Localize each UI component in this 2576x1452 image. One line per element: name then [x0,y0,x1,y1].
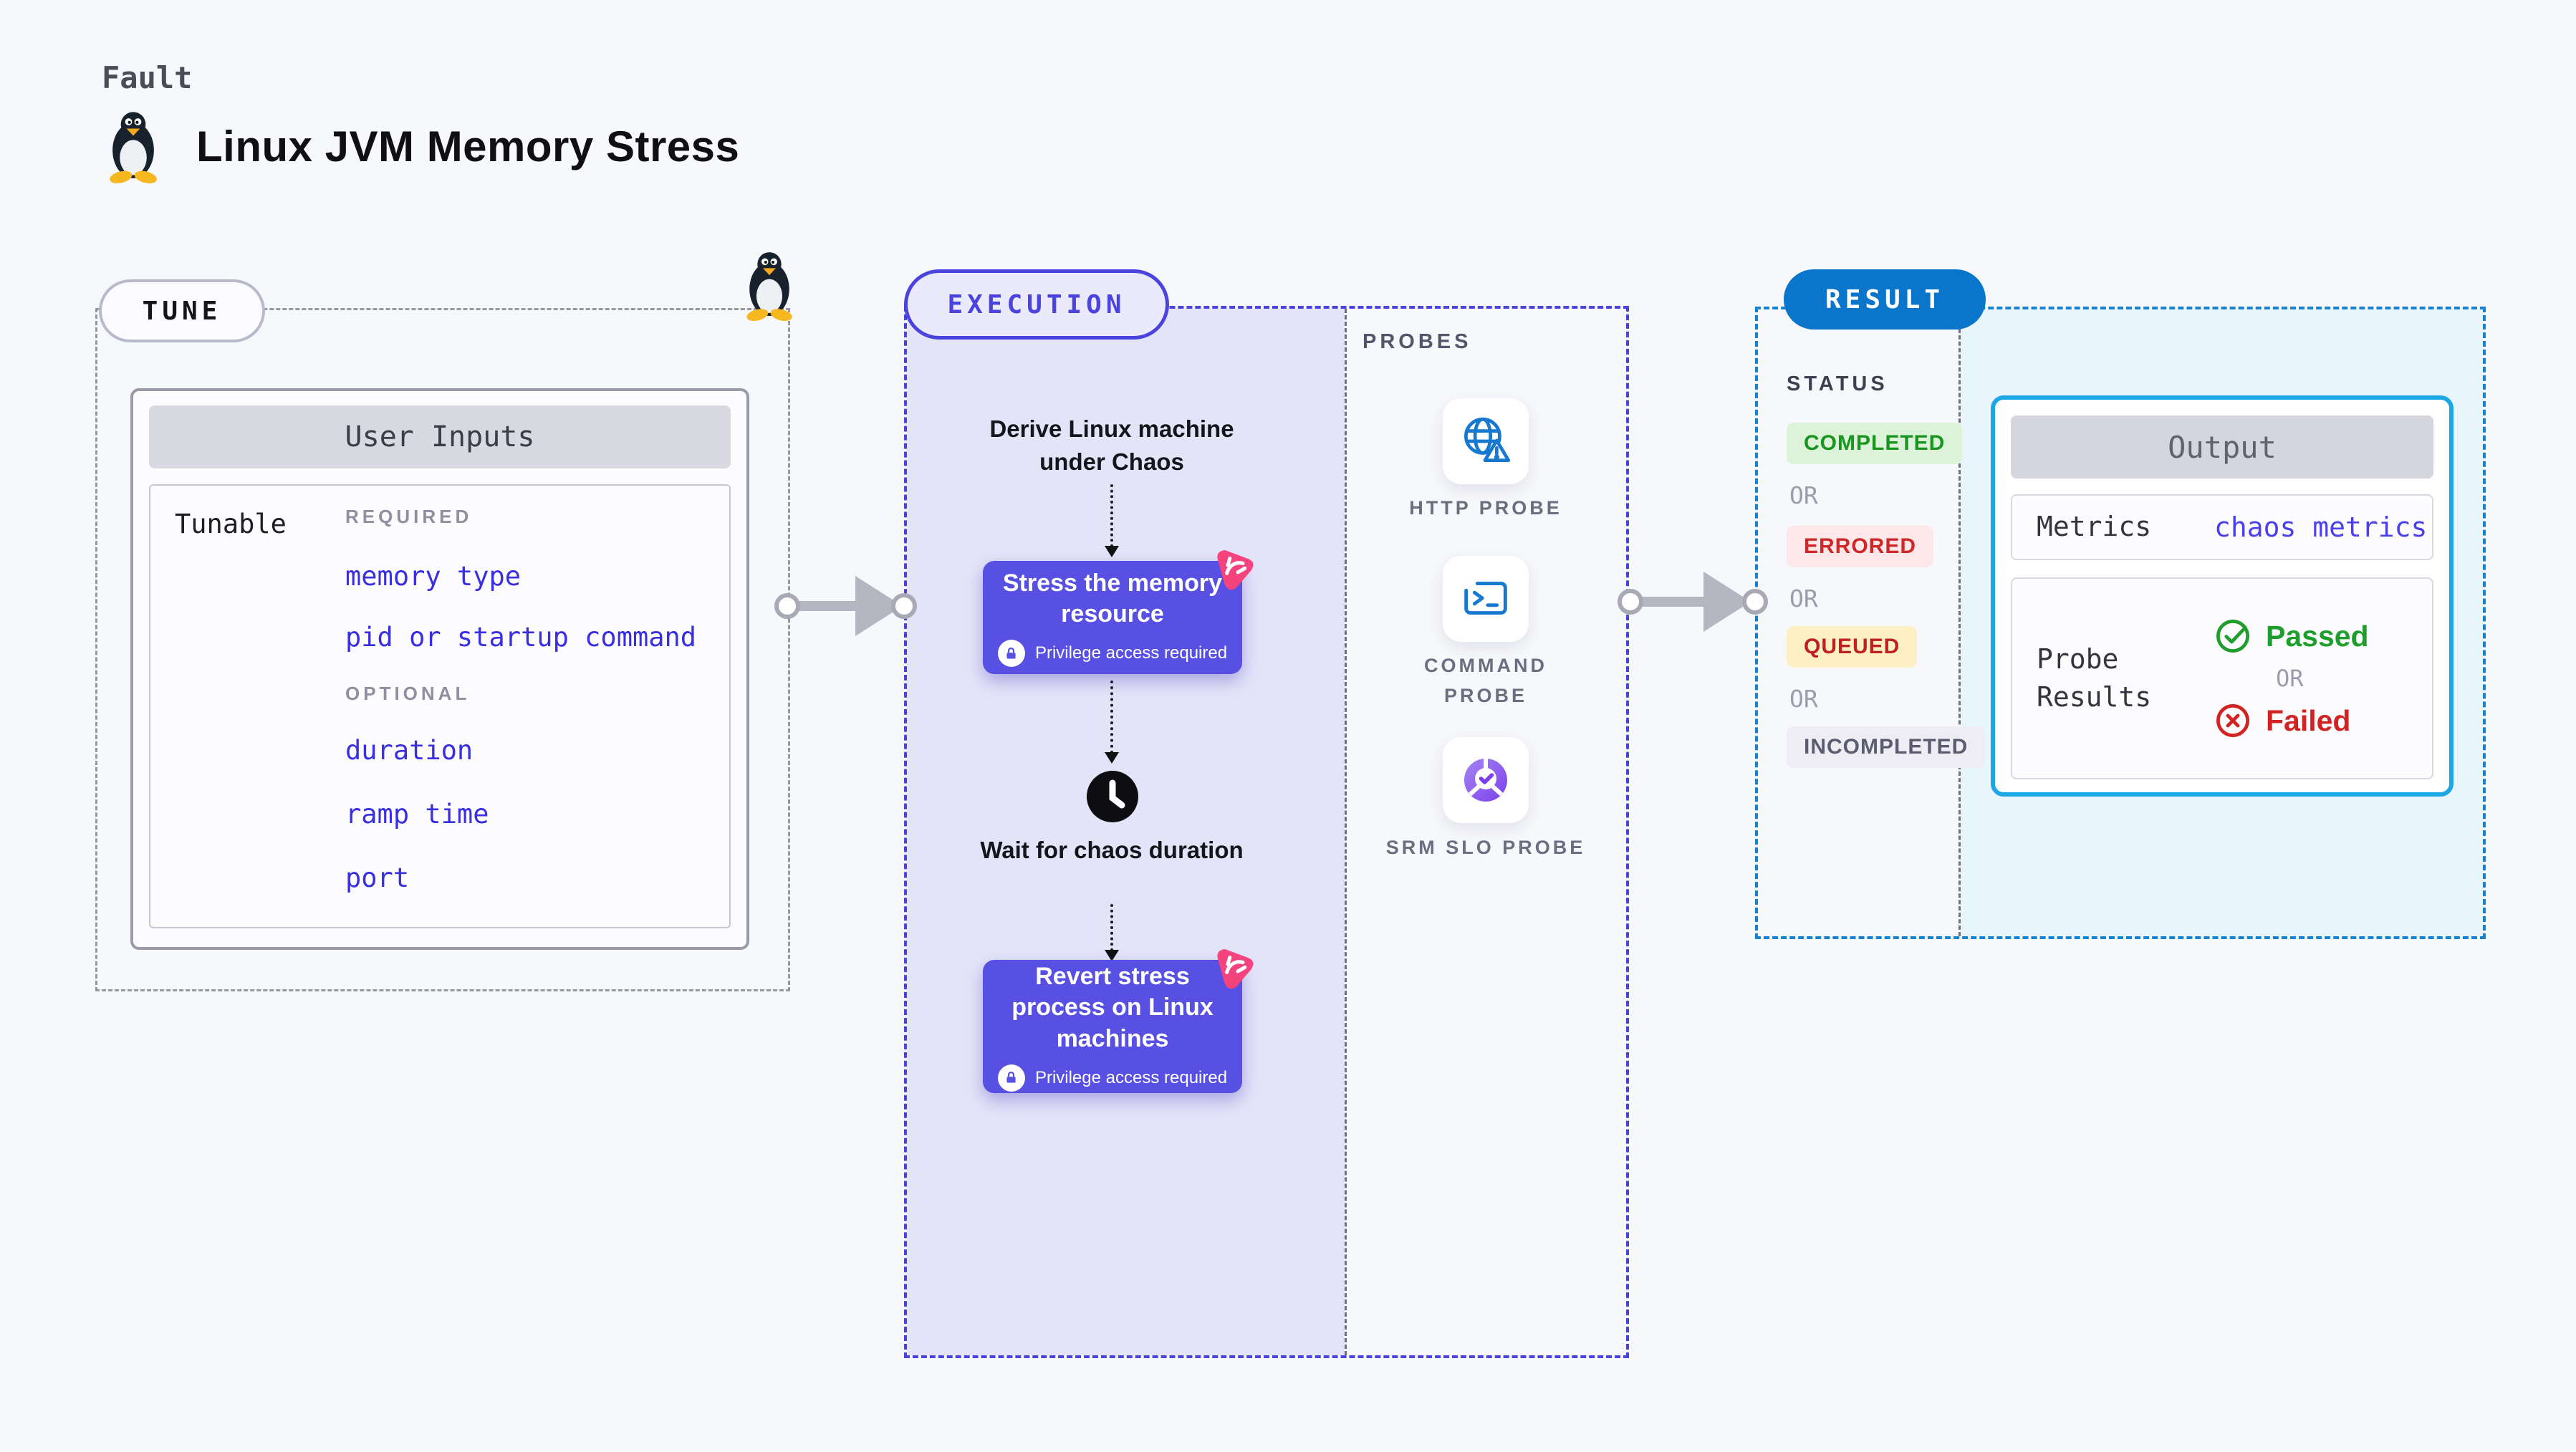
fault-eyebrow: Fault [102,60,193,95]
tunable-link-pid-or-startup-command[interactable]: pid or startup command [345,622,697,653]
command-probe-card [1443,556,1529,642]
or-label: OR [1789,585,1818,612]
page-title: Linux JVM Memory Stress [196,122,740,170]
metrics-row: Metrics chaos metrics [2011,494,2433,560]
tunable-link-port[interactable]: port [345,862,410,893]
user-inputs-table: Tunable REQUIRED memory type pid or star… [149,484,731,928]
required-group-label: REQUIRED [345,506,473,527]
flow-connector [1110,681,1113,754]
connector-dot [891,593,917,619]
probes-label: PROBES [1363,330,1472,353]
tunable-values-column: REQUIRED memory type pid or startup comm… [345,506,696,893]
clock-icon [1085,769,1140,824]
or-label: OR [2276,665,2304,692]
http-probe-card [1443,398,1529,484]
lock-icon [997,640,1025,668]
tunable-link-memory-type[interactable]: memory type [345,561,522,592]
step-revert-stress-node: Revert stress process on Linux machines … [983,948,1254,1093]
tux-penguin-icon [110,112,157,183]
execution-section-box: PROBES HTTP PROBE COMMAND PROBE [904,306,1629,1358]
probe-results-row: Probe Results Passed OR [2011,577,2433,779]
status-badge-incompleted: INCOMPLETED [1787,726,1986,768]
status-badge-errored: ERRORED [1787,526,1934,567]
tune-to-execution-arrow [787,601,868,611]
output-title: Output [2011,415,2433,479]
execution-badge: EXECUTION [904,269,1169,340]
x-circle-icon [2216,704,2249,737]
failed-line: Failed [2214,702,2369,739]
probes-divider [1345,309,1347,1355]
chaos-metrics-link[interactable]: chaos metrics [2214,511,2428,543]
page-title-row: Linux JVM Memory Stress [102,109,739,183]
srm-slo-probe-card [1443,737,1529,823]
slo-donut-icon [1464,757,1507,802]
privilege-note-row: Privilege access required [997,640,1228,668]
http-probe-label: HTTP PROBE [1409,497,1562,519]
probe-results-label: Probe Results [2037,643,2152,713]
chaos-icon [1217,549,1254,590]
execution-lane [907,309,1345,1355]
user-inputs-card: User Inputs Tunable REQUIRED memory type… [130,388,749,950]
tune-section-box [95,308,790,991]
check-circle-icon [2216,620,2249,653]
status-badge-queued: QUEUED [1787,626,1918,668]
status-panel: STATUS COMPLETED OR ERRORED OR QUEUED OR… [1758,309,1986,936]
optional-group-label: OPTIONAL [345,683,471,704]
command-probe-label: COMMAND PROBE [1424,655,1547,706]
step-stress-memory-title: Stress the memory resource [1002,569,1223,628]
flow-connector-arrowhead [1105,546,1119,557]
probe-results-values: Passed OR Failed [2214,617,2369,739]
privilege-note: Privilege access required [1034,1067,1228,1087]
or-label: OR [1789,481,1818,509]
status-badge-completed: COMPLETED [1787,423,1963,464]
result-badge: RESULT [1784,269,1986,330]
globe-alert-icon [1464,417,1511,462]
step-wait-duration: Wait for chaos duration [980,837,1244,863]
passed-label: Passed [2266,619,2369,653]
output-card: Output Metrics chaos metrics Probe Resul… [1991,395,2454,797]
flow-connector-arrowhead [1105,752,1119,764]
chaos-icon [1217,948,1254,989]
tunable-row-label: Tunable [175,509,287,539]
step-revert-stress-title: Revert stress process on Linux machines [1011,963,1213,1052]
metrics-label: Metrics [2037,511,2152,543]
tunable-link-duration[interactable]: duration [345,735,474,766]
failed-label: Failed [2266,703,2351,737]
step-derive-machine: Derive Linux machine under Chaos [989,415,1234,476]
srm-slo-probe-label: SRM SLO PROBE [1385,837,1586,858]
user-inputs-title: User Inputs [149,405,731,468]
passed-line: Passed [2214,617,2369,655]
execution-to-result-arrow [1630,597,1714,607]
tux-penguin-small-icon [746,252,792,321]
connector-dot [774,593,800,619]
or-label: OR [1789,685,1818,713]
connector-dot [1742,589,1768,615]
terminal-icon [1464,582,1507,615]
result-section-box: STATUS COMPLETED OR ERRORED OR QUEUED OR… [1755,307,2486,939]
flow-connector-arrowhead [1105,950,1119,961]
privilege-note: Privilege access required [1034,643,1228,663]
lock-icon [997,1064,1025,1092]
flow-connector [1110,904,1113,951]
flow-connector [1110,484,1113,547]
privilege-note-row: Privilege access required [997,1064,1228,1092]
tunable-link-ramp-time[interactable]: ramp time [345,799,489,830]
tune-badge: TUNE [99,279,265,342]
step-stress-memory-node: Stress the memory resource Privilege acc… [983,549,1254,674]
connector-dot [1618,589,1643,615]
status-label: STATUS [1787,372,1888,395]
